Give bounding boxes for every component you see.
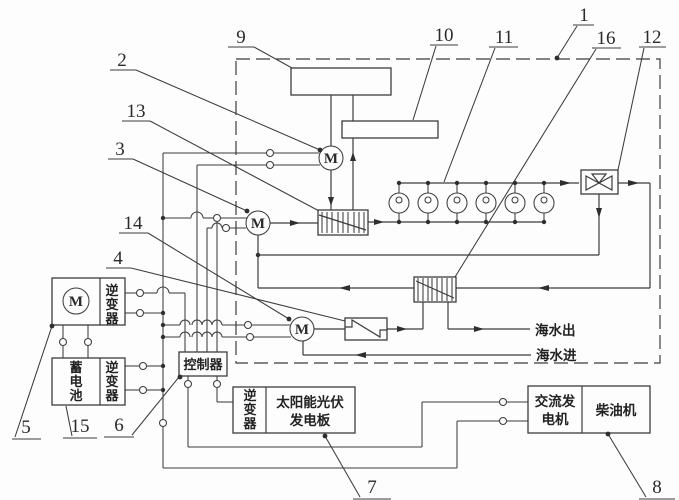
seawater-out-label: 海水出 [535,322,576,338]
electrical-wires [62,152,528,469]
connector-terminals [58,148,508,428]
piping-lines [257,95,651,356]
fan-motor-2: M [318,145,344,171]
flow-arrows [290,152,639,358]
controller-label: 控制器 [183,357,223,372]
callout-1: 1 [579,5,589,26]
diesel-engine-label: 柴油机 [595,402,637,418]
fan-motor-letter: M [324,151,338,167]
inverter-a-char1: 逆 [105,283,118,298]
solar-inverter-char3: 器 [242,416,257,431]
motor-inverter-box-5: M 逆 变 器 [51,277,126,326]
callout-10: 10 [435,25,454,46]
chilled-water-pump-3: M [245,210,271,236]
battery-inverter-box-15: 蓄 电 池 逆 变 器 [51,357,126,406]
solar-panel-line2: 发电板 [289,412,331,428]
callout-9: 9 [236,27,246,48]
generator-diesel-box-8: 交流发 电机 柴油机 [527,385,651,434]
controller-box-6: 控制器 [178,351,228,377]
heat-exchanger-16 [413,276,457,303]
callout-2: 2 [117,50,127,71]
ac-generator-line1: 交流发 [535,393,576,409]
motor-symbol [62,287,90,315]
seawater-pump-14: M [289,316,315,342]
callout-numbers: 1 2 13 3 14 4 9 10 11 16 12 5 15 6 7 8 [21,5,662,498]
battery-char2: 电 [69,374,82,389]
callout-3: 3 [115,139,125,160]
inverter-a-char2: 变 [105,297,118,312]
heat-exchanger-13 [317,209,369,236]
system-boundary [235,58,661,364]
callout-11: 11 [495,27,513,48]
callout-12: 12 [643,27,662,48]
fan-coil-row-11 [388,180,555,225]
ac-generator-line2: 电机 [542,411,570,427]
air-plenum-box-9 [290,67,392,96]
pump3-letter: M [251,216,265,232]
callout-15: 15 [71,416,90,437]
inverter-b-char1: 逆 [105,360,118,375]
three-way-valve-12 [580,169,619,195]
callout-14: 14 [124,213,144,234]
junction-dots [49,55,611,439]
air-duct-box-10 [341,120,439,139]
seawater-in-label: 海水进 [536,347,577,363]
callout-13: 13 [127,101,146,122]
solar-inverter-char1: 逆 [243,388,256,403]
inverter-b-char2: 变 [105,374,118,389]
solar-panel-line1: 太阳能光伏 [276,394,344,410]
callout-8: 8 [652,477,662,498]
inverter-a-char3: 器 [104,311,119,326]
callout-5: 5 [21,417,31,438]
battery-char1: 蓄 [69,360,82,375]
callout-7: 7 [367,477,377,498]
motor-letter: M [69,294,83,310]
solar-pv-box-7: 逆 变 器 太阳能光伏 发电板 [232,386,356,434]
solar-inverter-char2: 变 [243,402,256,417]
callout-16: 16 [597,28,616,49]
battery-char3: 池 [69,388,82,403]
pump14-letter: M [295,322,309,338]
callout-leaders [12,24,675,500]
callout-4: 4 [113,248,123,269]
callout-6: 6 [114,415,124,436]
check-valve-4 [344,317,388,341]
inverter-b-char3: 器 [104,388,119,403]
